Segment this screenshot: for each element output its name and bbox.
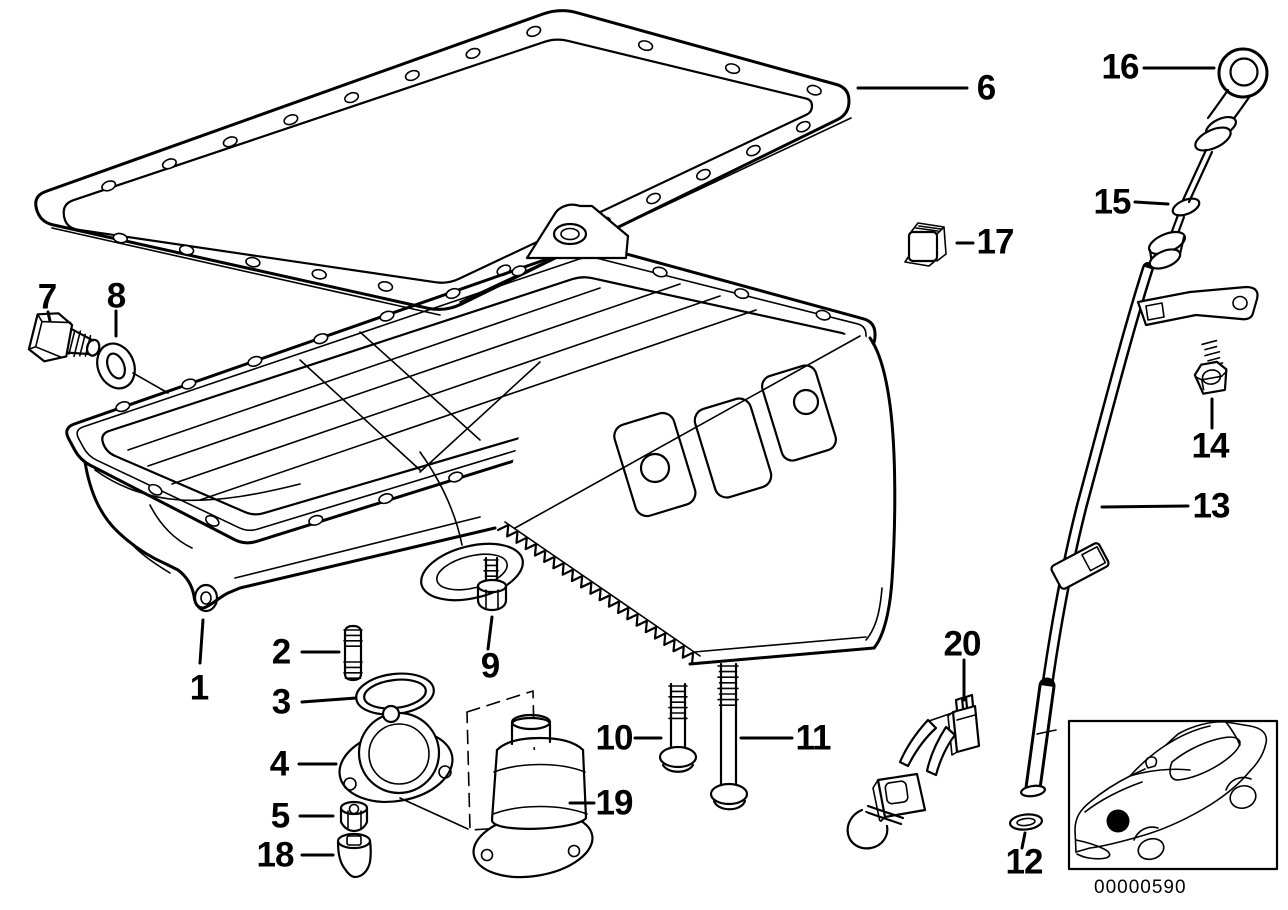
sealing-washer xyxy=(96,342,169,394)
install-plane-dashed xyxy=(466,690,537,831)
leader-15 xyxy=(1133,200,1170,206)
dipstick-o-ring xyxy=(1171,197,1201,217)
clip xyxy=(904,222,947,267)
leader-3 xyxy=(300,696,358,704)
tube-bracket xyxy=(1136,285,1259,327)
oil-pan xyxy=(65,203,897,666)
part-label-20[interactable]: 20 xyxy=(944,625,982,664)
car-inset: 00000590 xyxy=(1067,719,1279,898)
o-ring-tube xyxy=(1008,813,1044,831)
part-label-16[interactable]: 16 xyxy=(1102,48,1140,87)
bolt-10 xyxy=(658,682,698,773)
part-label-18[interactable]: 18 xyxy=(257,836,295,875)
leader-7 xyxy=(46,310,52,323)
part-label-15[interactable]: 15 xyxy=(1094,183,1132,222)
oil-pan-gasket xyxy=(34,9,852,316)
part-label-4[interactable]: 4 xyxy=(270,745,291,784)
dipstick xyxy=(1147,47,1269,270)
drain-plug xyxy=(27,312,101,363)
car-inset-frame xyxy=(1067,719,1279,871)
bolt-11 xyxy=(709,662,749,811)
part-label-1[interactable]: 1 xyxy=(190,669,210,708)
leader-13 xyxy=(1100,504,1190,509)
part-label-17[interactable]: 17 xyxy=(977,223,1015,262)
part-label-13[interactable]: 13 xyxy=(1193,487,1231,526)
pan-drain-boss xyxy=(83,460,497,613)
part-label-3[interactable]: 3 xyxy=(272,683,292,722)
pan-flange-bolt-holes xyxy=(115,265,831,527)
leader-1 xyxy=(198,618,205,665)
gasket-inner-edge xyxy=(62,38,814,284)
cover xyxy=(338,704,469,830)
part-label-5[interactable]: 5 xyxy=(271,797,291,836)
part-label-11[interactable]: 11 xyxy=(796,719,833,758)
screw-plug xyxy=(336,832,372,879)
part-label-14[interactable]: 14 xyxy=(1192,427,1231,466)
gasket-outer-edge xyxy=(34,9,851,311)
part-label-2[interactable]: 2 xyxy=(272,633,292,672)
inset-code: 00000590 xyxy=(1094,877,1187,898)
oil-level-sensor xyxy=(472,713,858,882)
part-label-10[interactable]: 10 xyxy=(596,719,634,758)
dipstick-tube xyxy=(1019,262,1154,798)
part-label-6[interactable]: 6 xyxy=(977,69,997,108)
stud xyxy=(343,624,363,682)
pan-flange-step xyxy=(76,256,867,532)
bolt-9 xyxy=(476,556,508,612)
sensor-plug xyxy=(846,772,927,850)
part-label-8[interactable]: 8 xyxy=(107,277,127,316)
part-label-9[interactable]: 9 xyxy=(481,647,501,686)
sensor-contact xyxy=(898,693,981,777)
leader-12 xyxy=(1020,831,1027,850)
pan-pickup-opening-inner xyxy=(436,553,508,591)
location-dot xyxy=(1106,809,1130,833)
leader-9 xyxy=(486,615,494,651)
gasket-bolt-holes xyxy=(101,25,822,292)
car-illustration xyxy=(1074,721,1268,861)
part-label-12[interactable]: 12 xyxy=(1006,843,1044,882)
bracket-bolt xyxy=(1193,339,1228,395)
pan-front-mount-bump xyxy=(525,203,630,260)
part-label-19[interactable]: 19 xyxy=(596,784,634,823)
pan-interior-ribs xyxy=(94,283,757,546)
pan-sump xyxy=(496,330,897,666)
dipstick-handle-ring xyxy=(1217,47,1269,99)
nut xyxy=(339,800,369,833)
pan-pickup-opening xyxy=(420,542,524,602)
part-label-7[interactable]: 7 xyxy=(38,278,57,317)
